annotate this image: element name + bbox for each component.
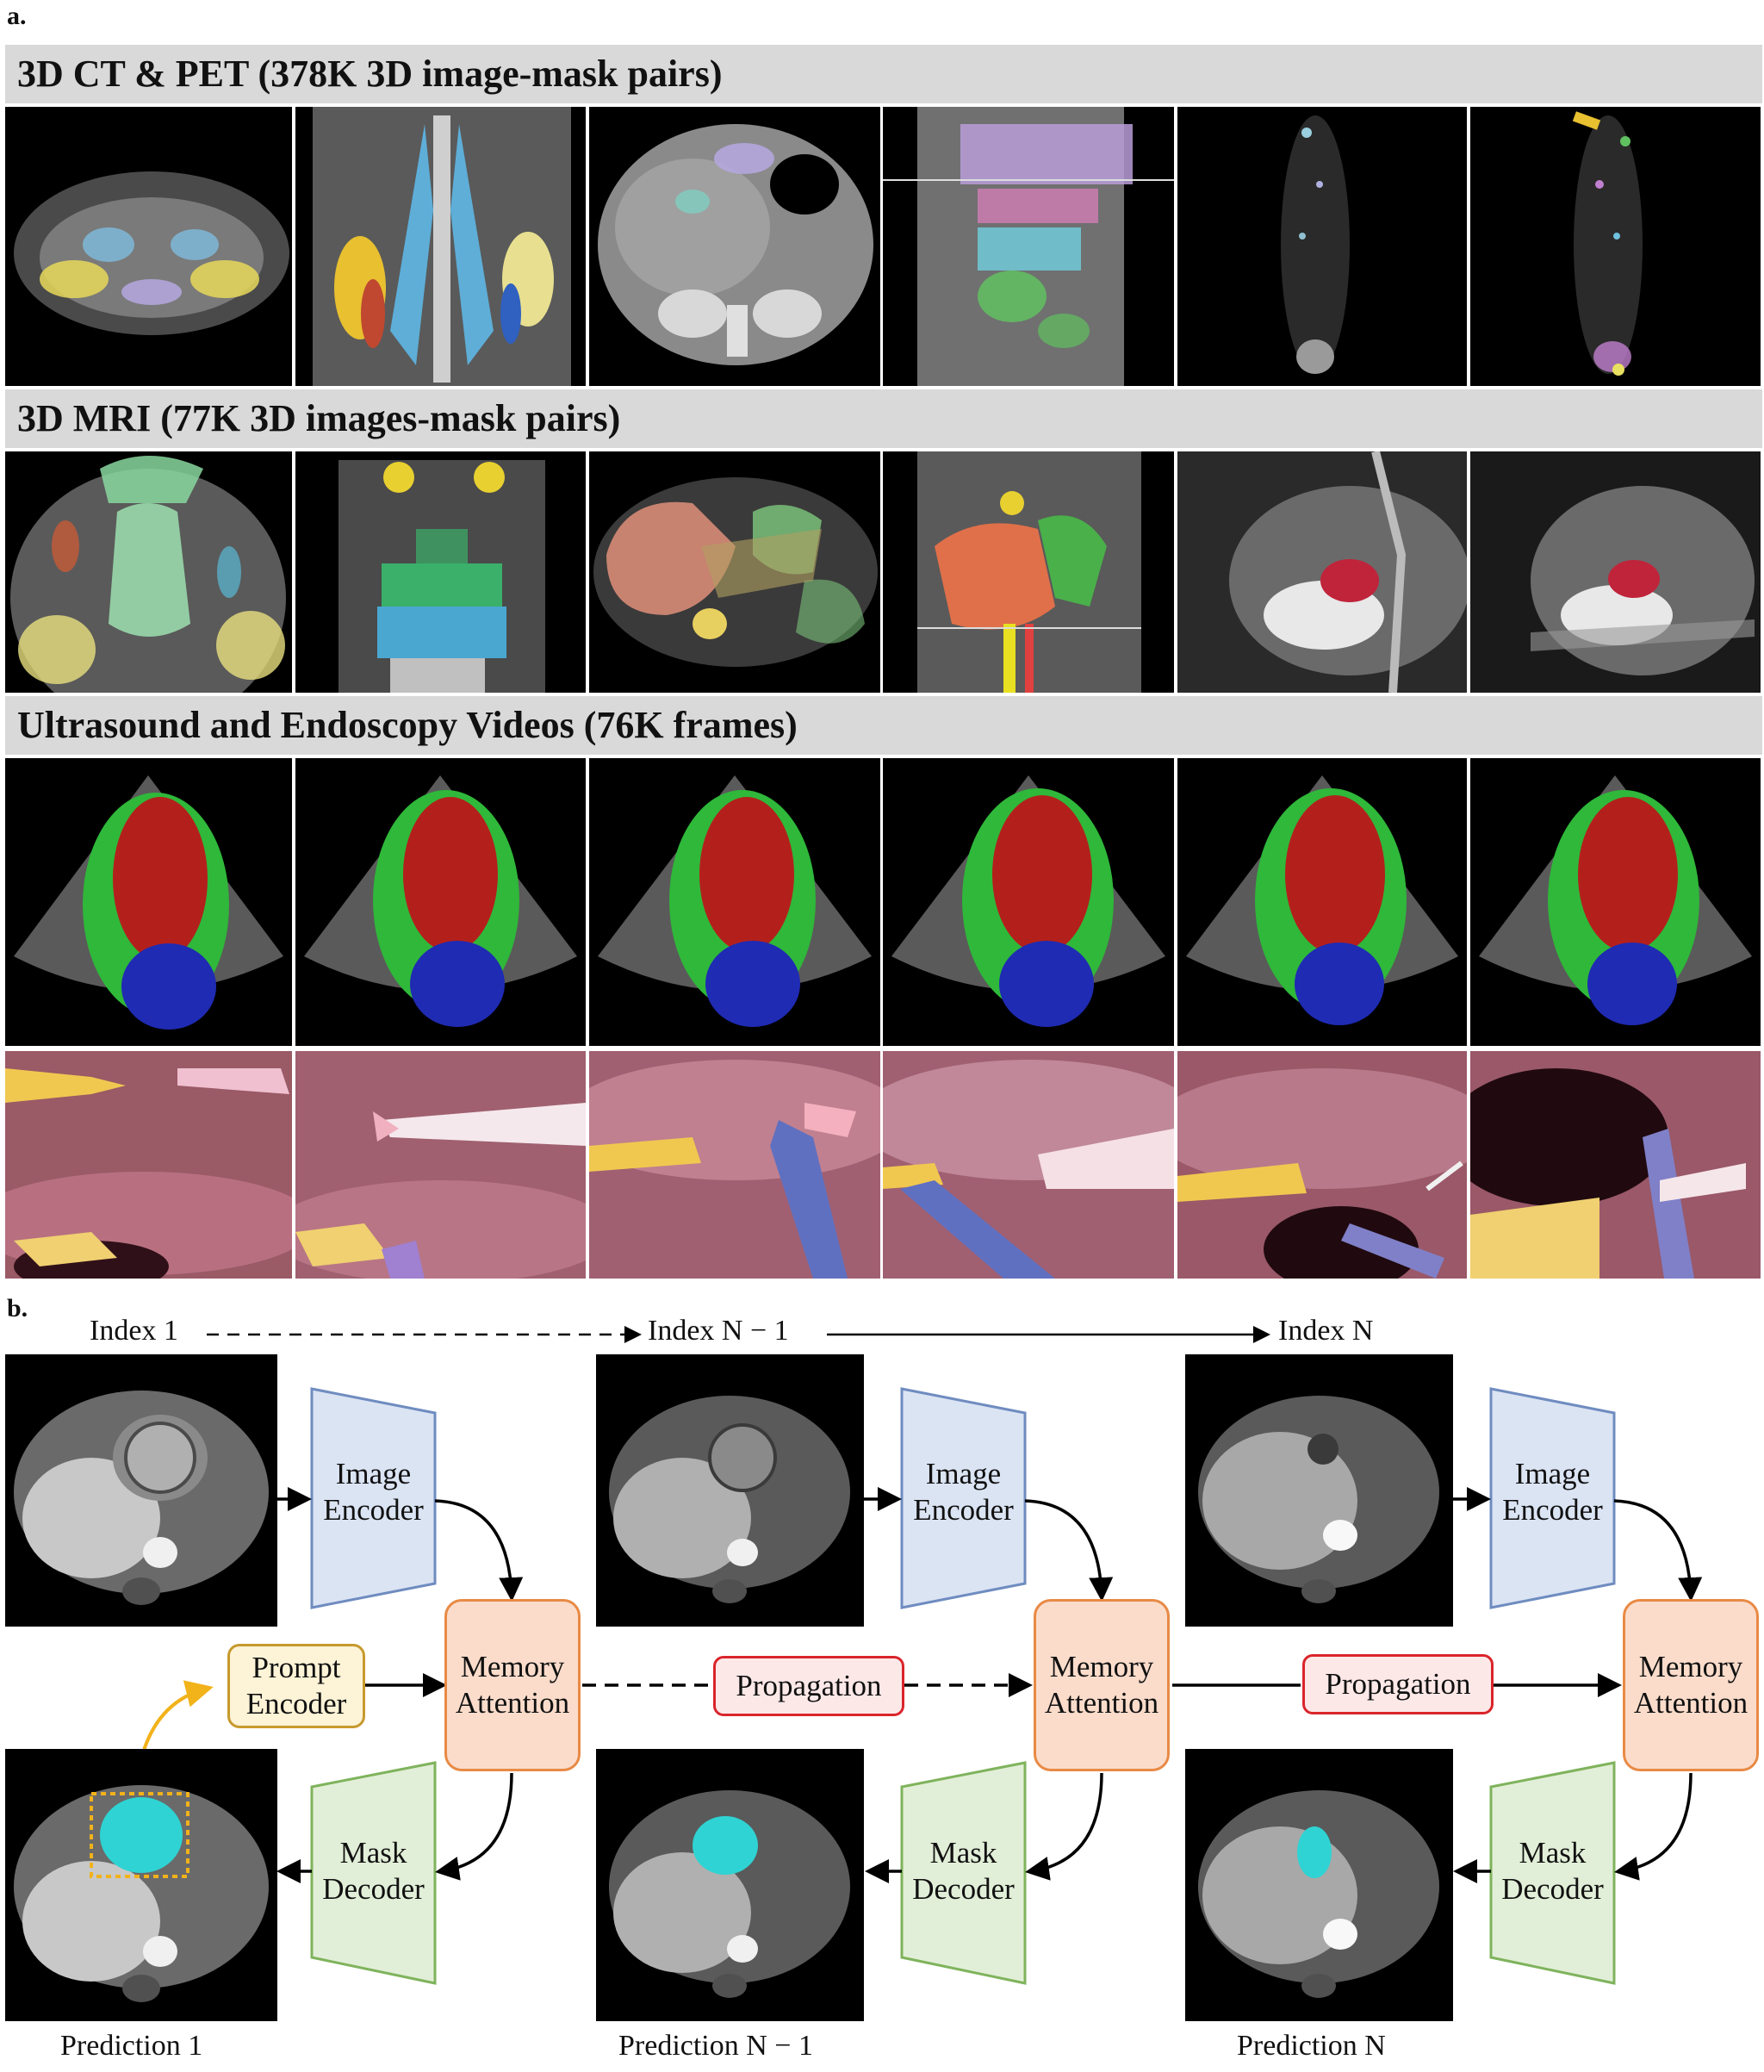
panel-b-letter: b. bbox=[7, 1294, 28, 1322]
ultrasound-frame-6 bbox=[1470, 758, 1761, 1046]
mask-decoder-shape-3 bbox=[1489, 1761, 1616, 1985]
section-title-ct-pet: 3D CT & PET (378K 3D image-mask pairs) bbox=[17, 53, 723, 95]
ct-thumb-3 bbox=[589, 107, 880, 386]
ultrasound-frame-3 bbox=[589, 758, 880, 1046]
endoscopy-frame-1 bbox=[5, 1051, 292, 1279]
prompt-encoder-box: Prompt Encoder bbox=[227, 1644, 365, 1728]
ct-thumb-4 bbox=[883, 107, 1174, 386]
mask-decoder-label-1: Mask Decoder bbox=[322, 1836, 425, 1906]
prediction-label-middle: Prediction N − 1 bbox=[618, 2030, 813, 2062]
image-encoder-label-2: Image Encoder bbox=[913, 1457, 1014, 1527]
mri-thumb-2 bbox=[295, 451, 586, 693]
panel-a-letter: a. bbox=[7, 2, 27, 30]
mri-thumb-5 bbox=[1177, 451, 1467, 693]
input-slice-1 bbox=[5, 1354, 277, 1627]
section-header-ct-pet: 3D CT & PET (378K 3D image-mask pairs) bbox=[5, 45, 1762, 103]
endoscopy-frame-6 bbox=[1470, 1051, 1761, 1279]
section-title-mri: 3D MRI (77K 3D images-mask pairs) bbox=[17, 397, 621, 439]
prediction-slice-middle bbox=[596, 1749, 864, 2021]
propagation-box-1: Propagation bbox=[713, 1656, 904, 1716]
pet-thumb-1 bbox=[1177, 107, 1467, 386]
section-header-mri: 3D MRI (77K 3D images-mask pairs) bbox=[5, 389, 1762, 448]
mri-thumb-6 bbox=[1470, 451, 1761, 693]
ultrasound-frame-2 bbox=[295, 758, 586, 1046]
index-label-middle: Index N − 1 bbox=[648, 1315, 789, 1347]
mask-decoder-label-2: Mask Decoder bbox=[912, 1836, 1015, 1906]
image-encoder-shape-3 bbox=[1489, 1387, 1616, 1609]
ultrasound-frame-1 bbox=[5, 758, 292, 1046]
index-label-last: Index N bbox=[1278, 1315, 1374, 1347]
mri-thumb-4 bbox=[883, 451, 1174, 693]
ultrasound-frame-4 bbox=[883, 758, 1174, 1046]
prediction-label-last: Prediction N bbox=[1237, 2030, 1386, 2062]
image-encoder-label-3: Image Encoder bbox=[1502, 1457, 1603, 1527]
propagation-box-2: Propagation bbox=[1302, 1654, 1494, 1714]
endoscopy-frame-3 bbox=[589, 1051, 880, 1279]
image-encoder-label-1: Image Encoder bbox=[323, 1457, 424, 1527]
ct-thumb-1 bbox=[5, 107, 292, 386]
mri-thumb-3 bbox=[589, 451, 880, 693]
memory-attention-box-3: Memory Attention bbox=[1623, 1599, 1759, 1771]
memory-attention-box-1: Memory Attention bbox=[444, 1599, 581, 1771]
image-encoder-shape-2 bbox=[900, 1387, 1027, 1609]
index-label-first: Index 1 bbox=[90, 1315, 178, 1347]
mask-decoder-label-3: Mask Decoder bbox=[1501, 1836, 1604, 1906]
image-encoder-shape-1 bbox=[310, 1387, 437, 1609]
pet-thumb-2 bbox=[1470, 107, 1761, 386]
endoscopy-frame-2 bbox=[295, 1051, 586, 1279]
section-header-video: Ultrasound and Endoscopy Videos (76K fra… bbox=[5, 696, 1762, 755]
memory-attention-box-2: Memory Attention bbox=[1034, 1599, 1170, 1771]
input-slice-last bbox=[1185, 1354, 1453, 1627]
prediction-slice-last bbox=[1185, 1749, 1453, 2021]
mask-decoder-shape-1 bbox=[310, 1761, 437, 1985]
section-title-video: Ultrasound and Endoscopy Videos (76K fra… bbox=[17, 704, 798, 746]
prediction-label-first: Prediction 1 bbox=[60, 2030, 203, 2062]
bounding-box-prompt bbox=[90, 1792, 189, 1878]
endoscopy-frame-5 bbox=[1177, 1051, 1467, 1279]
ct-thumb-2 bbox=[295, 107, 586, 386]
endoscopy-frame-4 bbox=[883, 1051, 1174, 1279]
prediction-slice-1 bbox=[5, 1749, 277, 2021]
mask-decoder-shape-2 bbox=[900, 1761, 1027, 1985]
input-slice-middle bbox=[596, 1354, 864, 1627]
mri-thumb-1 bbox=[5, 451, 292, 693]
ultrasound-frame-5 bbox=[1177, 758, 1467, 1046]
